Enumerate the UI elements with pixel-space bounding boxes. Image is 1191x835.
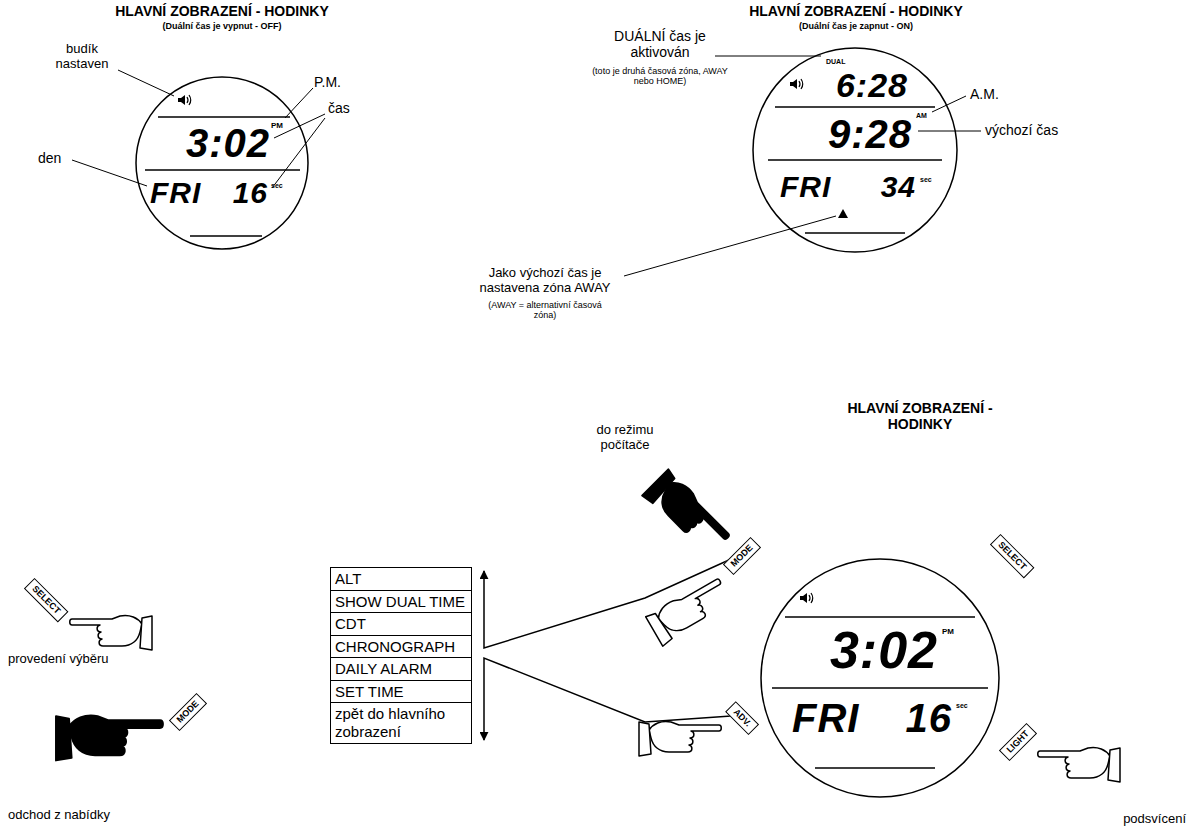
menu-item: SET TIME (330, 680, 472, 704)
lcd-text: sec (956, 702, 968, 709)
watch-button: MODE (169, 693, 207, 731)
button-label: MODE (729, 543, 754, 568)
heading: HLAVNÍ ZOBRAZENÍ - HODINKY (749, 3, 963, 19)
callout-label: čas (328, 100, 350, 116)
button-label: MODE (175, 699, 200, 724)
watch-button: SELECT (24, 578, 68, 622)
alarm-icon (178, 95, 191, 105)
heading: HLAVNÍ ZOBRAZENÍ - HODINKY (115, 3, 329, 19)
callout-label: odchod z nabídky (8, 808, 110, 823)
lcd-lines (145, 107, 988, 768)
watch-outline (761, 559, 999, 797)
pointing-hand (642, 469, 733, 560)
lcd-text: PM (942, 628, 954, 636)
pointing-hand (1038, 747, 1120, 782)
button-label: SELECT (30, 584, 61, 615)
pointing-hand (639, 721, 721, 756)
menu-item: CHRONOGRAPH (330, 635, 472, 659)
callout-label: den (38, 150, 61, 166)
callout-label: provedení výběru (8, 652, 108, 667)
button-label: LIGHT (1005, 729, 1030, 754)
watch-outline (135, 76, 309, 250)
menu-item: zpět do hlavního zobrazení (330, 702, 472, 744)
lcd-text: 3:02 (186, 123, 270, 163)
lcd-text: 16 (906, 698, 953, 738)
away-marker (838, 209, 848, 218)
menu-item: DAILY ALARM (330, 657, 472, 681)
callout-label: DUÁLNÍ čas je aktivován (595, 28, 725, 60)
button-label: SELECT (996, 540, 1027, 571)
watch-button: SELECT (990, 534, 1034, 578)
button-label: ADV. (732, 708, 753, 729)
watch-face: PM3:02FRI 16sec (135, 76, 309, 250)
lcd-text: sec (271, 182, 283, 189)
lcd-text: FRI (150, 178, 201, 208)
menu-text: CHRONOGRAPH (335, 638, 467, 656)
menu-text: DAILY ALARM (335, 660, 467, 678)
pointing-hand (56, 716, 163, 761)
lcd-text: FRI (780, 172, 831, 202)
lcd-text: 3:02 (830, 624, 938, 676)
menu-text: ALT (335, 570, 467, 588)
callout-label: A.M. (970, 86, 999, 102)
lcd-text: PM (271, 122, 283, 130)
watch-outline (760, 558, 1000, 798)
callout-label: P.M. (314, 74, 341, 90)
heading: (Duální čas je vypnut - OFF) (162, 21, 281, 31)
menu-text: SET TIME (335, 683, 467, 701)
watch-outline (136, 77, 308, 249)
alarm-icon (790, 79, 803, 89)
lcd-text: DUAL (826, 58, 845, 65)
pointing-hand (645, 575, 733, 646)
lcd-text: AM (916, 112, 927, 119)
lcd-text: 16 (233, 178, 268, 208)
watch-button: MODE (723, 537, 761, 575)
menu-text: CDT (335, 615, 467, 633)
callout-label: (toto je druhá časová zóna, AWAY nebo HO… (585, 66, 735, 87)
lcd-text: FRI (792, 698, 859, 738)
callout-label: výchozí čas (985, 122, 1058, 138)
watch-face: DUAL 6:28AM 9:28FRI 34 sec (752, 47, 958, 253)
lcd-text: 9:28 (828, 114, 912, 154)
callout-label: Jako výchozí čas je nastavena zóna AWAY (470, 266, 620, 296)
menu-item: SHOW DUAL TIME (330, 590, 472, 614)
watch-outline (753, 48, 957, 252)
watch-button: ADV. (725, 701, 759, 735)
heading: HLAVNÍ ZOBRAZENÍ - HODINKY (838, 400, 1003, 432)
menu-item: ALT (330, 567, 472, 591)
lcd-text: sec (920, 176, 932, 183)
lcd-text: 34 (881, 172, 916, 202)
lcd-text: 6:28 (836, 68, 908, 102)
pointing-hand (70, 615, 152, 650)
callout-label: do režimu počítače (585, 423, 665, 453)
menu-text: SHOW DUAL TIME (335, 593, 467, 611)
leader-lines (72, 56, 981, 276)
menu-text: zpět do hlavního zobrazení (335, 705, 467, 741)
menu-item: CDT (330, 612, 472, 636)
alarm-icon (800, 593, 813, 603)
callout-label: budík nastaven (42, 42, 122, 72)
callout-label: podsvícení (1123, 812, 1186, 827)
callout-label: (AWAY = alternativní časová zóna) (480, 300, 610, 321)
watch-button: LIGHT (999, 723, 1037, 761)
heading: (Duální čas je zapnut - ON) (799, 21, 913, 31)
watch-face: 3:02 PM FRI 16sec (760, 558, 1000, 798)
